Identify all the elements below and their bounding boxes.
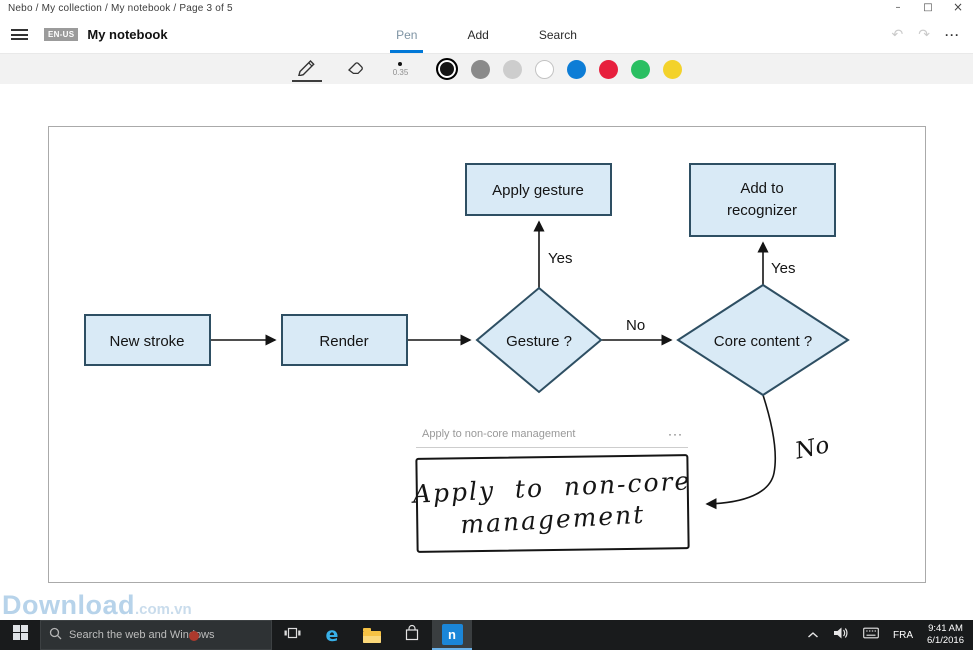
hamburger-menu-icon[interactable] [11,29,28,40]
tab-pen[interactable]: Pen [390,16,424,53]
note-canvas[interactable]: New stroke Render Apply gesture Add to r… [0,84,973,620]
clock-date: 6/1/2016 [927,635,964,646]
node-apply-gesture-label: Apply gesture [492,182,584,199]
tab-add-label: Add [467,27,489,42]
handwritten-box[interactable]: Apply to non-core management [412,454,692,553]
download-watermark: Download .com.vn [2,590,192,621]
color-swatch-red[interactable] [599,59,619,79]
node-gesture-label: Gesture ? [506,333,572,350]
store-button[interactable] [392,620,432,650]
node-gesture-diamond[interactable] [475,286,603,394]
header-actions: ↶ ↷ ··· [892,27,960,43]
mode-tabs: Pen Add Search [0,16,973,53]
task-view-icon [284,626,301,645]
undo-icon[interactable]: ↶ [891,26,904,43]
node-add-to-recognizer-label2: recognizer [727,202,797,219]
edge-label-core-yes: Yes [771,260,795,277]
close-button[interactable]: × [952,0,964,14]
task-view-button[interactable] [272,620,312,650]
nebo-app-button[interactable]: n [432,620,472,650]
node-core-content-label: Core content ? [714,333,812,350]
start-button[interactable] [0,620,40,650]
edge-label-gesture-yes: Yes [548,250,572,267]
color-swatch-green[interactable] [631,59,651,79]
notebook-title: My notebook [87,27,168,42]
nebo-app-icon: n [441,623,463,645]
taskbar-search-box[interactable]: Search the web and Windows [40,620,272,650]
file-explorer-button[interactable] [352,620,392,650]
speaker-icon [833,626,849,645]
search-icon [49,627,62,643]
breadcrumb: Nebo / My collection / My notebook / Pag… [8,2,233,14]
node-apply-gesture[interactable] [465,163,612,216]
touch-keyboard-button[interactable] [856,620,886,650]
tab-add[interactable]: Add [461,16,494,53]
pencil-icon [296,57,318,81]
system-tray: FRA 9:41 AM 6/1/2016 [800,620,973,650]
window-titlebar: Nebo / My collection / My notebook / Pag… [0,0,973,16]
shopping-bag-icon [404,624,420,646]
field-more-icon[interactable]: ··· [668,427,683,441]
node-render[interactable] [281,314,408,366]
stroke-width-dot-icon [398,61,403,66]
color-swatch-dark-gray[interactable] [471,59,491,79]
color-swatches [436,58,683,80]
language-badge[interactable]: EN-US [44,28,79,41]
node-add-to-recognizer-label1: Add to [740,180,783,197]
app-header: EN-US My notebook Pen Add Search ↶ ↷ ··· [0,16,973,53]
more-options-icon[interactable]: ··· [945,27,960,42]
node-render-label: Render [319,333,368,350]
search-placeholder: Search the web and Windows [69,629,215,641]
eraser-icon [346,58,366,80]
windows-taskbar: Search the web and Windows e n [0,620,973,650]
node-core-content-diamond[interactable] [676,283,850,397]
flowchart-svg: New stroke Render Apply gesture Add to r… [84,163,850,510]
windows-logo-icon [12,625,28,645]
arrow-corecontent-handbox [705,394,777,510]
node-new-stroke-label: New stroke [109,333,184,350]
tab-search[interactable]: Search [533,16,583,53]
redo-icon[interactable]: ↷ [918,26,930,43]
tab-search-label: Search [538,27,577,42]
chevron-up-icon [807,626,819,644]
keyboard-icon [863,626,879,644]
maximize-button[interactable]: □ [923,2,933,13]
show-hidden-icons-button[interactable] [800,620,826,650]
eraser-tool-button[interactable] [341,54,371,84]
taskbar-clock[interactable]: 9:41 AM 6/1/2016 [920,620,973,650]
stroke-width-value: 0.35 [392,67,409,77]
node-add-to-recognizer[interactable] [689,163,836,237]
color-swatch-black[interactable] [436,58,459,80]
node-new-stroke[interactable] [84,314,211,366]
watermark-text: Download [2,590,135,620]
color-swatch-yellow[interactable] [663,59,683,79]
color-swatch-white[interactable] [535,59,555,79]
recognized-text-field[interactable]: Apply to non-core management ··· [416,424,688,448]
clock-time: 9:41 AM [928,622,963,634]
window-controls: – □ × [883,0,973,16]
stroke-width-control[interactable]: 0.35 [389,61,413,77]
edge-label-gesture-no: No [626,317,645,334]
volume-button[interactable] [826,620,856,650]
minimize-button[interactable]: – [895,2,901,13]
pen-toolbar: 0.35 [0,53,973,84]
folder-icon [363,627,381,643]
notebook-page[interactable]: New stroke Render Apply gesture Add to r… [48,126,926,583]
watermark-suffix: .com.vn [135,601,192,618]
edge-browser-button[interactable]: e [312,620,352,650]
recording-dot-icon [189,631,199,641]
edge-label-core-no-handwritten: No [792,432,832,465]
edge-icon: e [325,624,339,646]
pen-tool-button[interactable] [291,54,323,84]
color-swatch-blue[interactable] [567,59,587,79]
recognized-text-value: Apply to non-core management [422,428,576,440]
language-indicator[interactable]: FRA [893,629,914,641]
tab-pen-label: Pen [396,27,418,42]
color-swatch-light-gray[interactable] [503,59,523,79]
